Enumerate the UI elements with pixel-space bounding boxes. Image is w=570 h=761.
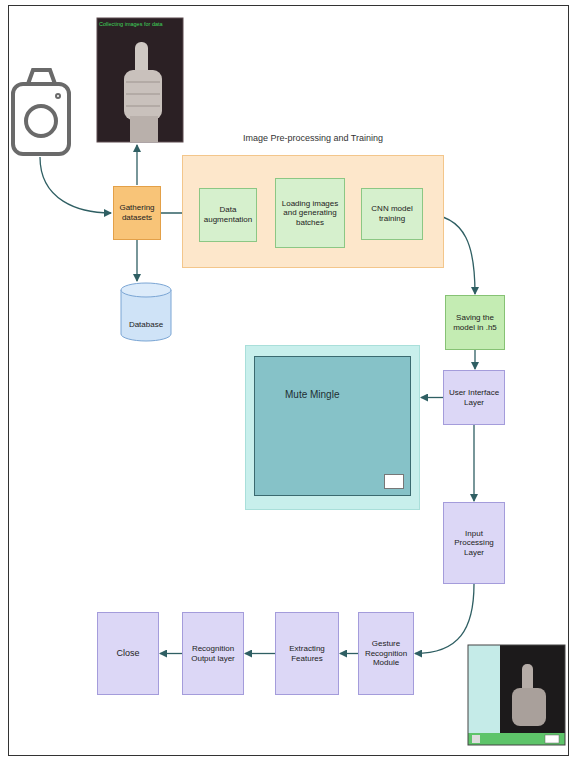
node-label: User Interface Layer: [447, 388, 501, 407]
app-window: Mute Mingle: [254, 356, 411, 496]
connector-arrow: [473, 425, 474, 501]
process-box: Data augmentation: [199, 188, 257, 242]
node-label: Loading images and generating batches: [279, 199, 341, 228]
module-box: Gesture Recognition Module: [358, 612, 414, 695]
app-window-panel: Mute Mingle: [245, 345, 420, 510]
connector-arrow: [340, 653, 358, 654]
camera-icon: [13, 70, 69, 154]
sample-photo: [97, 18, 183, 142]
terminal-box: Close: [97, 612, 159, 695]
connector-arrow: [421, 397, 443, 398]
process-box: Loading images and generating batches: [275, 178, 345, 248]
node-label: Close: [116, 648, 139, 659]
app-screenshot: [468, 645, 565, 745]
group-band: Image Pre-processing and TrainingData au…: [182, 155, 444, 268]
node-label: Data augmentation: [203, 205, 253, 224]
preview-arrow: [136, 145, 137, 185]
node-label: Gathering datasets: [117, 203, 157, 222]
process-box: Gathering datasets: [113, 186, 161, 240]
connector-arrow: [415, 584, 474, 654]
process-box: Saving the model in .h5: [445, 295, 505, 350]
node-label: CNN model training: [365, 204, 419, 223]
connector-arrow: [160, 653, 182, 654]
layer-box: Recognition Output layer: [182, 612, 244, 695]
node-label: Mute Mingle: [285, 389, 339, 401]
node-label: Input Processing Layer: [447, 529, 501, 558]
node-label: Saving the model in .h5: [449, 313, 501, 332]
layer-box: User Interface Layer: [443, 370, 505, 425]
database-cylinder: Database: [120, 282, 172, 342]
layer-box: Input Processing Layer: [443, 502, 505, 584]
node-label: Extracting Features: [279, 644, 335, 663]
process-box: CNN model training: [361, 188, 423, 240]
module-box: Extracting Features: [275, 612, 339, 695]
connector-arrow: [245, 653, 275, 654]
node-label: Database: [129, 320, 163, 330]
photo-caption: Collecting images for data: [99, 21, 163, 27]
node-label: Recognition Output layer: [186, 644, 240, 663]
group-heading: Image Pre-processing and Training: [143, 133, 483, 144]
connector-arrow: [474, 350, 475, 369]
capture-arrow: [40, 157, 111, 213]
window-button: [384, 474, 404, 489]
connector-arrow: [136, 240, 137, 281]
figure-frame: [9, 6, 569, 756]
cylinder-outline: [120, 282, 172, 342]
node-label: Gesture Recognition Module: [362, 639, 410, 668]
